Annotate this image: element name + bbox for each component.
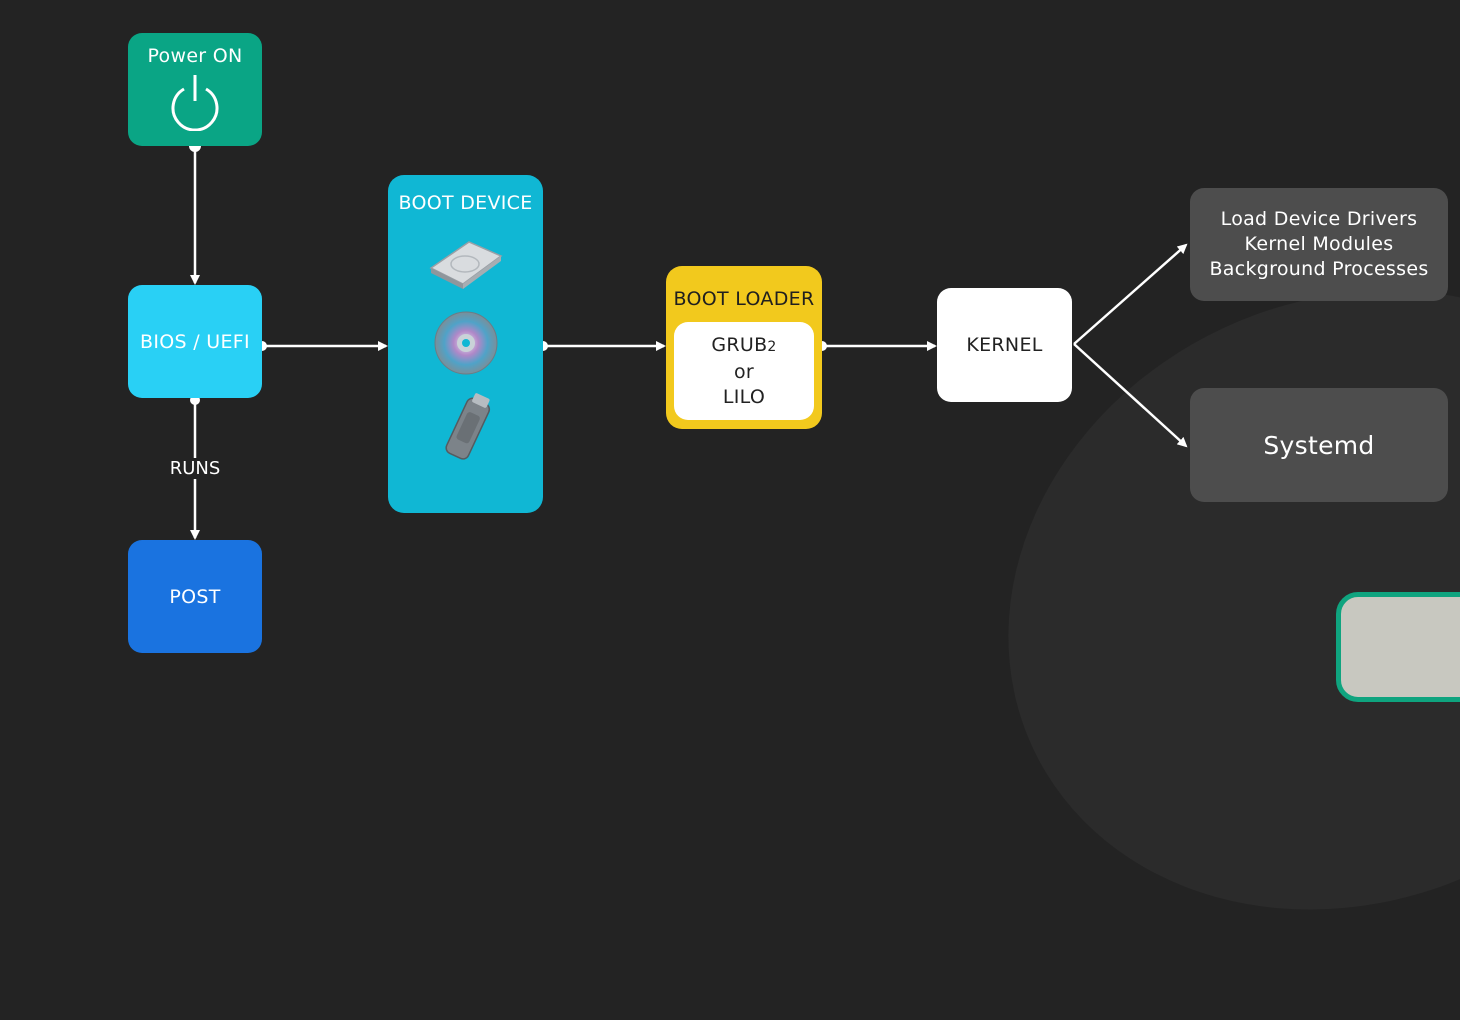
arrow-kernel-to-drivers [1073, 243, 1188, 345]
runs-label: RUNS [165, 458, 225, 479]
boot-device-label: BOOT DEVICE [398, 192, 533, 214]
power-on-box: Power ON [128, 33, 262, 146]
boot-loader-options: GRUB2 or LILO [674, 322, 814, 420]
boot-device-box: BOOT DEVICE [388, 175, 543, 513]
boot-loader-label: BOOT LOADER [673, 288, 815, 310]
systemd-box: Systemd [1190, 388, 1448, 502]
optical-disc-icon [434, 311, 497, 375]
drivers-box: Load Device Drivers Kernel Modules Backg… [1190, 188, 1448, 301]
drivers-line-1: Load Device Drivers [1220, 208, 1418, 230]
webcam-overlay-frame [1336, 592, 1460, 702]
post-box: POST [128, 540, 262, 653]
bios-uefi-label: BIOS / UEFI [140, 330, 250, 353]
kernel-box: KERNEL [937, 288, 1072, 402]
power-on-label: Power ON [147, 45, 243, 67]
power-icon [171, 75, 219, 131]
kernel-label: KERNEL [966, 334, 1043, 356]
hard-drive-icon [429, 241, 502, 289]
lilo-label: LILO [722, 385, 766, 408]
arrow-kernel-to-systemd [1073, 343, 1188, 448]
or-label: or [733, 360, 755, 383]
drivers-line-3: Background Processes [1209, 258, 1429, 280]
usb-drive-icon [444, 393, 490, 460]
systemd-label: Systemd [1263, 430, 1375, 460]
bios-uefi-box: BIOS / UEFI [128, 285, 262, 398]
drivers-line-2: Kernel Modules [1244, 233, 1394, 255]
boot-loader-box: BOOT LOADER GRUB2 or LILO [666, 266, 822, 429]
grub-label: GRUB2 [711, 333, 777, 356]
post-label: POST [169, 585, 221, 608]
